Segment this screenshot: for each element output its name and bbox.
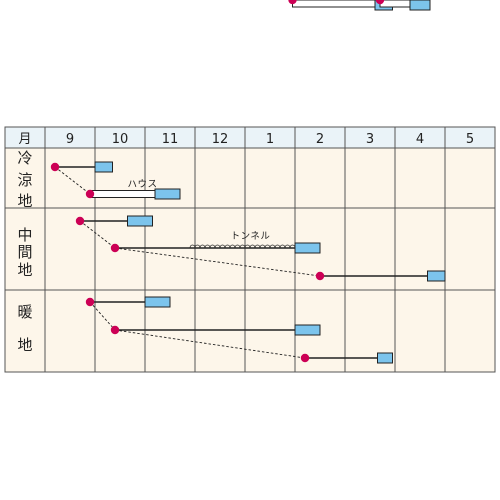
sowing-dot <box>375 0 385 5</box>
note-house: ハウス <box>127 179 157 190</box>
house-growing-bar <box>292 0 376 8</box>
note-house: ハウス <box>400 0 430 3</box>
sowing-dot <box>315 271 325 281</box>
region-label-cool: 冷 <box>17 149 32 167</box>
sowing-dot <box>75 216 85 226</box>
harvest-box <box>144 296 171 308</box>
month-header: 1 <box>266 132 274 147</box>
schedule-layer: ハウスハウストンネル <box>50 0 446 364</box>
region-label-cool: 涼 <box>17 171 32 189</box>
harvest-box <box>294 242 321 254</box>
note-tunnel: トンネル <box>231 231 271 242</box>
succession-link <box>54 166 91 195</box>
sowing-dot <box>300 353 310 363</box>
harvest-box <box>427 270 446 282</box>
harvest-box <box>127 215 153 227</box>
region-label-cool: 地 <box>17 192 32 210</box>
month-header: 11 <box>162 132 179 147</box>
harvest-box <box>294 324 321 336</box>
month-header: 5 <box>466 132 474 147</box>
header-background <box>5 127 495 148</box>
sowing-dot <box>50 162 60 172</box>
harvest-box <box>154 188 181 200</box>
region-label-mid: 地 <box>17 261 32 279</box>
month-header: 4 <box>416 132 424 147</box>
background-layer <box>5 127 495 372</box>
sowing-dot <box>85 297 95 307</box>
corner-label: 月 <box>18 132 31 147</box>
tunnel-arcs <box>189 244 296 249</box>
harvest-box <box>409 0 431 11</box>
sowing-dot <box>85 189 95 199</box>
house-growing-bar <box>89 190 156 198</box>
succession-link <box>114 329 306 359</box>
sowing-dot <box>110 243 120 253</box>
body-background <box>5 148 495 372</box>
table-border <box>4 126 496 373</box>
month-header: 10 <box>112 132 129 147</box>
month-header: 2 <box>316 132 324 147</box>
harvest-box <box>94 161 113 173</box>
succession-link <box>114 247 321 277</box>
month-header: 3 <box>366 132 374 147</box>
region-label-mid: 中 <box>17 226 32 244</box>
region-label-warm: 暖 <box>17 303 32 321</box>
month-header: 9 <box>66 132 74 147</box>
harvest-box <box>377 352 393 364</box>
succession-link <box>79 220 116 249</box>
succession-link <box>89 301 116 331</box>
region-label-mid: 間 <box>17 243 32 261</box>
month-header: 12 <box>212 132 229 147</box>
sowing-dot <box>110 325 120 335</box>
grid-layer <box>4 126 496 373</box>
sowing-dot <box>288 0 297 5</box>
region-label-warm: 地 <box>17 336 32 354</box>
